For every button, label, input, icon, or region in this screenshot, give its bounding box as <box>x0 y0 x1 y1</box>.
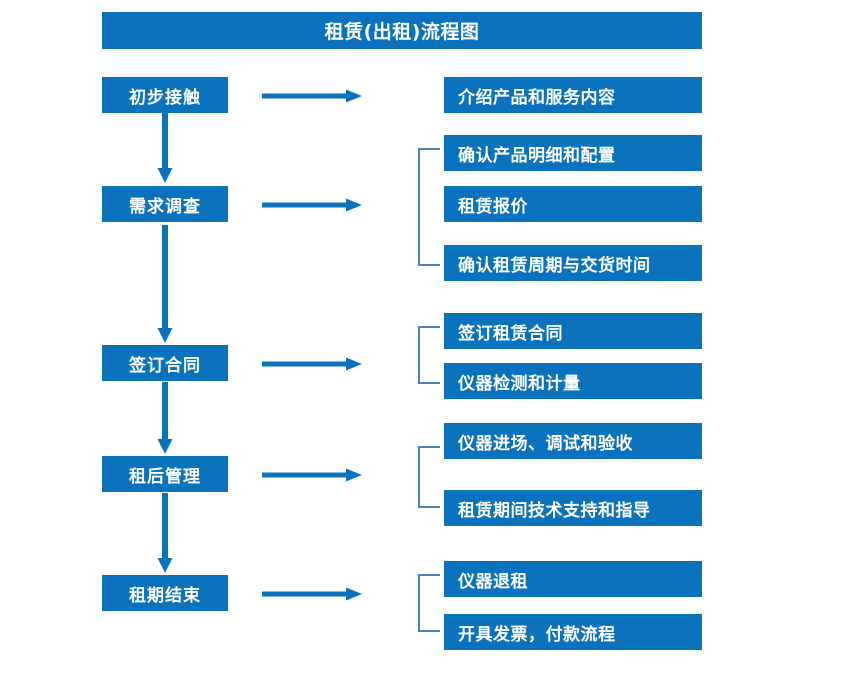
arrow-to-rent-end-icon <box>156 493 174 573</box>
stage-box[interactable]: 初步接触 <box>102 77 228 113</box>
page-title: 租赁(出租)流程图 <box>102 12 702 49</box>
arrow-to-sign-contract-icon <box>156 225 174 343</box>
stage-box[interactable]: 需求调查 <box>102 186 228 222</box>
detail-box[interactable]: 确认产品明细和配置 <box>444 135 702 171</box>
stage-box[interactable]: 租后管理 <box>102 456 228 492</box>
detail-box[interactable]: 仪器检测和计量 <box>444 363 702 399</box>
arrow-initial-contact-icon <box>262 88 362 103</box>
arrow-to-needs-survey-icon <box>156 113 174 183</box>
arrow-rent-end-icon <box>262 586 362 601</box>
detail-box[interactable]: 租赁报价 <box>444 186 702 222</box>
detail-box[interactable]: 仪器退租 <box>444 561 702 597</box>
stage-box[interactable]: 租期结束 <box>102 575 228 611</box>
detail-box[interactable]: 租赁期间技术支持和指导 <box>444 490 702 526</box>
detail-box[interactable]: 介绍产品和服务内容 <box>444 77 702 113</box>
detail-box[interactable]: 仪器进场、调试和验收 <box>444 423 702 459</box>
bracket-needs-survey <box>418 148 440 266</box>
stage-box[interactable]: 签订合同 <box>102 345 228 381</box>
arrow-post-rent-icon <box>262 467 362 482</box>
bracket-rent-end <box>418 574 440 632</box>
detail-box[interactable]: 开具发票，付款流程 <box>444 614 702 650</box>
detail-box[interactable]: 签订租赁合同 <box>444 313 702 349</box>
bracket-post-rent <box>418 446 440 508</box>
detail-box[interactable]: 确认租赁周期与交货时间 <box>444 245 702 281</box>
arrow-sign-contract-icon <box>262 356 362 371</box>
arrow-needs-survey-icon <box>262 197 362 212</box>
bracket-sign-contract <box>418 326 440 384</box>
arrow-to-post-rent-icon <box>156 382 174 454</box>
